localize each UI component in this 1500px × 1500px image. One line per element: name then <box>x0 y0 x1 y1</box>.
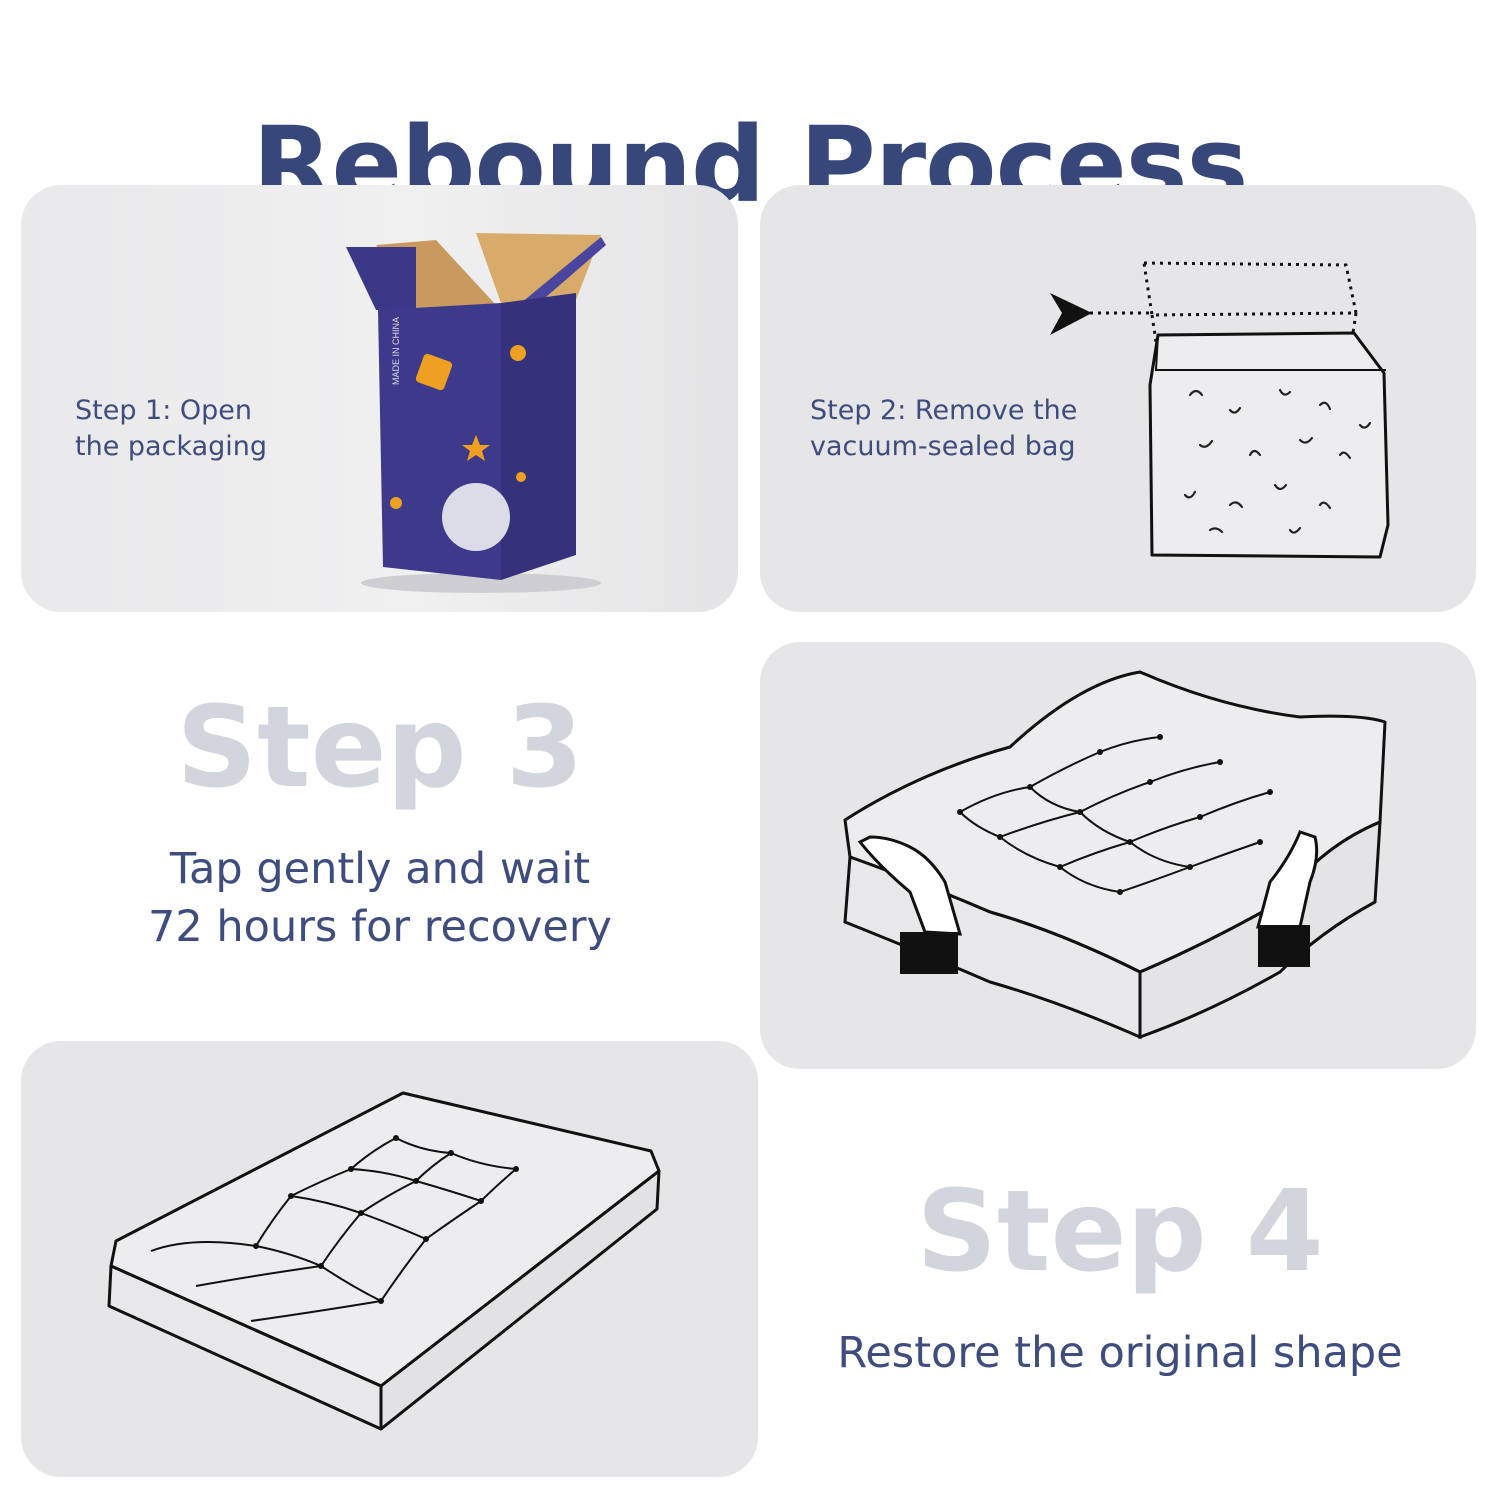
step2-text: Step 2: Remove the vacuum-sealed bag <box>810 393 1077 465</box>
step3-caption: Tap gently and wait 72 hours for recover… <box>0 840 760 956</box>
step3-panel <box>760 642 1476 1069</box>
step4-heading: Step 4 <box>916 1167 1324 1297</box>
step3-heading: Step 3 <box>176 683 584 813</box>
step1-line2: the packaging <box>75 431 268 462</box>
step4-panel <box>21 1041 758 1477</box>
step4-caption: Restore the original shape <box>837 1328 1403 1378</box>
step2-line1: Step 2: Remove the <box>810 395 1078 426</box>
hands-mattress-icon <box>843 670 1387 1040</box>
step2-line2: vacuum-sealed bag <box>810 431 1076 462</box>
step3-line2: 72 hours for recovery <box>148 902 612 952</box>
vacuum-bag-icon <box>1050 261 1390 559</box>
step1-text: Step 1: Open the packaging <box>75 393 267 465</box>
product-box-icon: MADE IN CHINA <box>346 233 606 593</box>
svg-text:MADE IN CHINA: MADE IN CHINA <box>391 317 401 385</box>
step2-panel: Step 2: Remove the vacuum-sealed bag <box>760 185 1476 612</box>
step3-line1: Tap gently and wait <box>169 844 591 894</box>
step1-line1: Step 1: Open <box>75 395 253 426</box>
mattress-icon <box>107 1091 661 1431</box>
step1-panel: MADE IN CHINA Step 1: Open the packaging <box>21 185 738 612</box>
